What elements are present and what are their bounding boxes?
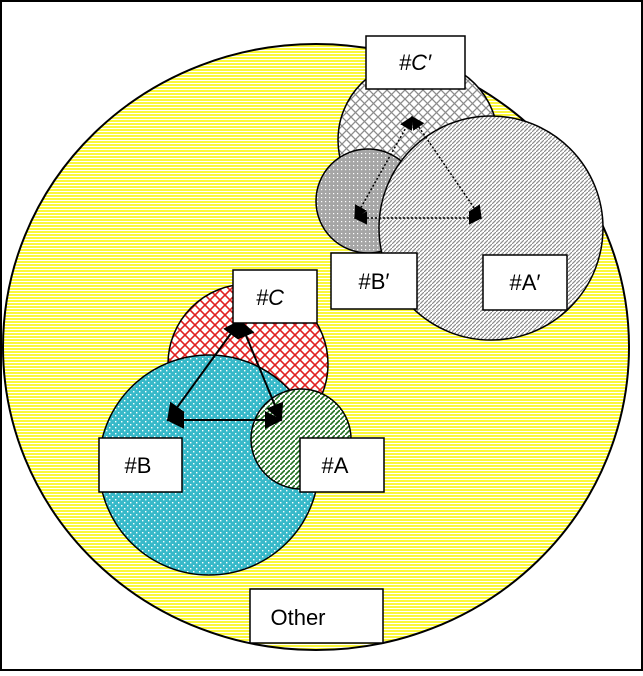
label-b-prime-box: #B′: [330, 252, 418, 310]
label-a-prime-box: #A′: [482, 254, 568, 311]
label-other-box: Other: [249, 588, 384, 644]
label-a-prime: #A′: [509, 270, 540, 295]
label-c-prime-box: #C′: [365, 35, 466, 90]
primed-arrows: [353, 115, 483, 225]
label-c-prime: #C′: [399, 50, 432, 75]
arrow-b-prime-c-prime: [354, 115, 413, 220]
arrow-c-a: [237, 319, 284, 422]
label-a-box: #A: [299, 437, 385, 493]
label-a: #A: [322, 453, 349, 478]
unprimed-arrows: [166, 319, 284, 429]
label-c-box: #C: [232, 269, 318, 324]
label-b: #B: [125, 453, 152, 478]
arrow-c-prime-a-prime: [411, 115, 482, 220]
label-b-box: #B: [98, 437, 183, 493]
label-c: #C: [256, 285, 284, 310]
arrow-b-c: [166, 319, 242, 422]
label-b-prime: #B′: [358, 269, 389, 294]
label-other: Other: [270, 605, 325, 630]
